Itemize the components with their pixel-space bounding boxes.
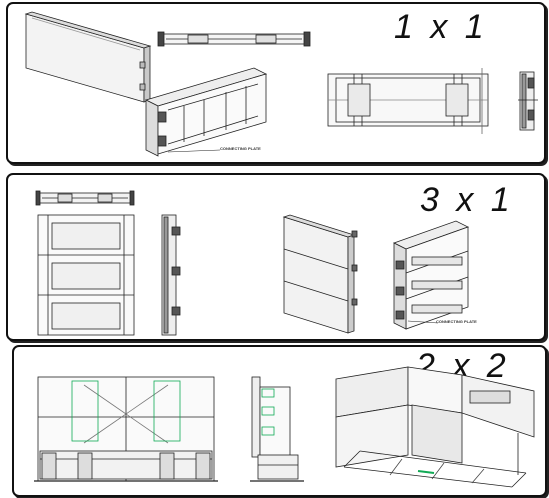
top-view-rail	[157, 31, 311, 47]
side-view-frame	[518, 71, 538, 131]
front-view-2x2-stand	[34, 376, 218, 482]
panel-1x1: 1 x 1	[6, 2, 546, 164]
panel-2x2: 2 x 2	[12, 345, 547, 497]
connecting-plate-label: CONNECTING PLATE	[436, 319, 477, 324]
side-view-2x2-stand	[250, 376, 304, 482]
isometric-screen	[24, 11, 152, 103]
isometric-stacked-screens	[282, 214, 358, 334]
isometric-mount-frame	[144, 67, 268, 157]
side-view-column	[161, 214, 181, 336]
drawing-2x2	[34, 366, 535, 488]
drawing-1x1	[24, 11, 538, 157]
front-view-3-rows	[37, 214, 135, 336]
panel-3x1: 3 x 1	[6, 173, 546, 341]
top-view-rail	[35, 190, 135, 206]
drawing-3x1	[35, 190, 470, 336]
panel-title: 3 x 1	[420, 181, 514, 219]
isometric-frame-mounts	[392, 220, 470, 330]
connecting-plate-label: CONNECTING PLATE	[220, 146, 261, 151]
isometric-2x2-stand	[335, 366, 535, 488]
panel-title: 1 x 1	[394, 8, 488, 46]
front-view-frame	[327, 68, 489, 134]
